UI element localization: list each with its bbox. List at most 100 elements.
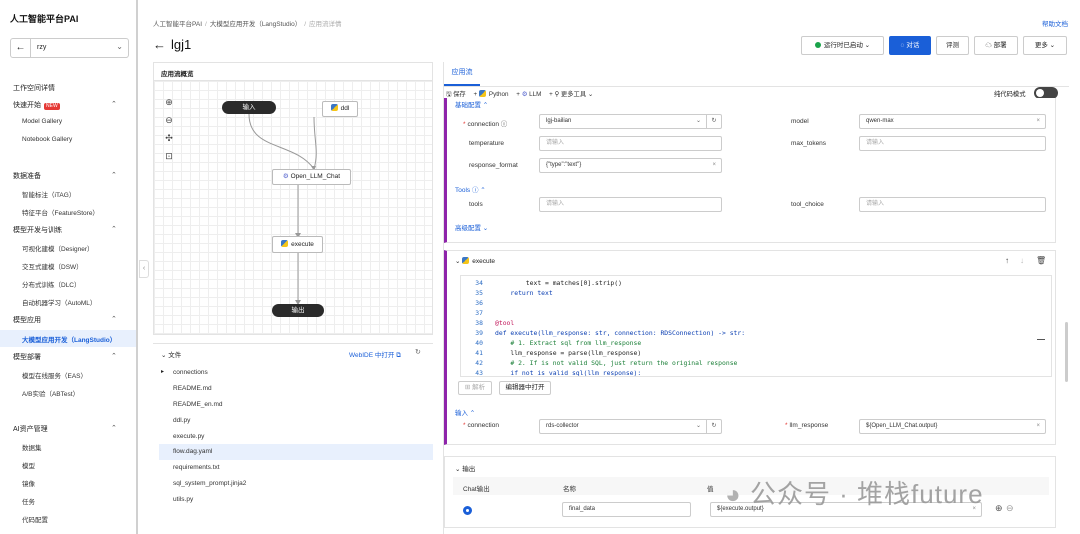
refresh-icon[interactable]: ↻ (706, 114, 721, 129)
clear-icon[interactable]: × (1036, 118, 1040, 124)
basic-config-toggle[interactable]: 基础配置 ⌃ (455, 102, 489, 109)
zoom-out-icon[interactable]: ⊖ (165, 115, 173, 125)
back-arrow-icon[interactable]: ← (153, 37, 166, 52)
nav-item-langstudio[interactable]: 大模型应用开发（LangStudio） (22, 337, 117, 344)
file-item[interactable]: ddl.py (173, 417, 191, 424)
llm-response-input[interactable]: ${Open_LLM_Chat.output}× (859, 419, 1046, 434)
open-in-editor-button[interactable]: 编辑器中打开 (499, 381, 551, 395)
breadcrumb-item[interactable]: 大模型应用开发（LangStudio） (209, 21, 302, 28)
parse-button[interactable]: ⊞ 解析 (458, 381, 492, 395)
refresh-icon[interactable]: ↻ (706, 419, 721, 434)
output-node[interactable]: 输出 (272, 304, 324, 317)
flow-canvas[interactable]: ⊕ ⊖ ✣ ⊡ 输入 ddl ⚙ Open_LLM_Chat execute 输… (154, 80, 432, 334)
move-down-icon[interactable]: ↓ (1020, 256, 1024, 265)
nav-item-dsw[interactable]: 交互式建模（DSW） (22, 264, 83, 271)
output-header[interactable]: ⌄ 输出 (455, 463, 475, 473)
zoom-in-icon[interactable]: ⊕ (165, 97, 173, 107)
nav-item-itag[interactable]: 智能标注（iTAG） (22, 192, 76, 199)
more-button[interactable]: 更多 ⌄ (1023, 36, 1067, 55)
save-button[interactable]: 🖫 保存 (446, 91, 466, 98)
nav-asset-mgmt[interactable]: AI资产管理 (13, 426, 48, 433)
nav-model-dev[interactable]: 模型开发与训练 (13, 227, 62, 234)
file-item[interactable]: connections (173, 369, 208, 376)
tab-flow[interactable]: 应用流 (444, 62, 480, 86)
nav-item-code-config[interactable]: 代码配置 (22, 517, 48, 524)
add-python-button[interactable]: + Python (473, 90, 509, 98)
exec-connection-select[interactable]: rds-collector⌄↻ (539, 419, 722, 434)
nav-item-datasets[interactable]: 数据集 (22, 445, 42, 452)
model-select[interactable]: qwen-max× (859, 114, 1046, 129)
chat-output-radio[interactable] (463, 506, 472, 515)
deploy-button[interactable]: ☁ 部署 (974, 36, 1018, 55)
add-row-icon[interactable]: ⊕ (995, 503, 1003, 513)
llm-node[interactable]: ⚙ Open_LLM_Chat (272, 169, 351, 185)
nav-item-featurestore[interactable]: 特征平台（FeatureStore） (22, 210, 99, 217)
file-item[interactable]: requirements.txt (173, 464, 220, 471)
runtime-status-button[interactable]: 运行时已启动 ⌄ (801, 36, 884, 55)
connection-select[interactable]: lgj-bailian⌄↻ (539, 114, 722, 129)
nav-item-models[interactable]: 模型 (22, 463, 35, 470)
clear-icon[interactable]: × (972, 506, 976, 512)
breadcrumb-item[interactable]: 人工智能平台PAI (153, 21, 202, 28)
chevron-up-icon[interactable]: ⌃ (111, 172, 117, 179)
output-name-input[interactable]: final_data (562, 502, 691, 517)
tools-input[interactable]: 请输入 (539, 197, 722, 212)
workspace-selector[interactable]: ← rzy ⌄ (10, 38, 129, 58)
max-tokens-input[interactable]: 请输入 (859, 136, 1046, 151)
output-value-input[interactable]: ${execute.output}× (710, 502, 982, 517)
nav-item-eas[interactable]: 模型在线服务（EAS） (22, 373, 88, 380)
file-item[interactable]: README.md (173, 385, 212, 392)
response-format-input[interactable]: {"type":"text"}× (539, 158, 722, 173)
clear-icon[interactable]: × (712, 162, 716, 168)
nav-item-images[interactable]: 镜像 (22, 481, 35, 488)
nav-item-automl[interactable]: 自动机器学习（AutoML） (22, 300, 97, 307)
nav-model-app[interactable]: 模型应用 (13, 317, 41, 324)
nav-item-notebook-gallery[interactable]: Notebook Gallery (22, 136, 73, 143)
webide-open-link[interactable]: WebIDE 中打开 ⧉ (349, 349, 401, 360)
execute-header[interactable]: ⌄ execute (455, 257, 495, 265)
chat-button[interactable]: ◌ 对话 (889, 36, 931, 55)
file-item[interactable]: execute.py (173, 433, 205, 440)
chevron-up-icon[interactable]: ⌃ (111, 101, 117, 108)
temperature-input[interactable]: 请输入 (539, 136, 722, 151)
minimap-icon[interactable]: ⊡ (165, 151, 173, 161)
refresh-icon[interactable]: ↻ (415, 349, 421, 356)
help-docs-link[interactable]: 帮助文档 (1042, 21, 1068, 28)
input-section-toggle[interactable]: 输入 ⌃ (455, 410, 476, 417)
execute-node[interactable]: execute (272, 236, 323, 253)
nav-item-model-gallery[interactable]: Model Gallery (22, 118, 63, 125)
ddl-node[interactable]: ddl (322, 101, 358, 117)
nav-item-designer[interactable]: 可视化建模（Designer） (22, 246, 94, 253)
add-llm-button[interactable]: + ⚙ LLM (516, 91, 542, 98)
delete-icon[interactable]: 🗑 (1036, 256, 1047, 265)
more-tools-button[interactable]: + ⚲ 更多工具 ⌄ (549, 91, 594, 98)
nav-workspace-detail[interactable]: 工作空间详情 (13, 85, 55, 92)
code-mode-toggle[interactable] (1034, 87, 1058, 99)
chevron-up-icon[interactable]: ⌃ (111, 316, 117, 323)
file-item[interactable]: sql_system_prompt.jinja2 (173, 480, 247, 487)
nav-item-dlc[interactable]: 分布式训练（DLC） (22, 282, 81, 289)
file-item-selected[interactable]: flow.dag.yaml (173, 448, 213, 455)
clear-icon[interactable]: × (1036, 423, 1040, 429)
file-item[interactable]: utils.py (173, 496, 194, 503)
nav-model-deploy[interactable]: 模型部署 (13, 354, 41, 361)
back-arrow-icon[interactable]: ← (11, 39, 31, 57)
files-header[interactable]: ⌄ 文件 (161, 349, 181, 359)
panel-scrollbar[interactable] (1065, 322, 1068, 382)
nav-data-prep[interactable]: 数据准备 (13, 173, 41, 180)
chevron-up-icon[interactable]: ⌃ (111, 425, 117, 432)
tool-choice-input[interactable]: 请输入 (859, 197, 1046, 212)
code-editor[interactable]: 34 text = matches[0].strip() 35 return t… (460, 275, 1052, 377)
sidebar-scrollbar[interactable] (136, 0, 138, 534)
move-up-icon[interactable]: ↑ (1005, 256, 1009, 265)
input-node[interactable]: 输入 (222, 101, 276, 114)
nav-item-jobs[interactable]: 任务 (22, 499, 35, 506)
fit-view-icon[interactable]: ✣ (165, 133, 173, 143)
file-item[interactable]: README_en.md (173, 401, 223, 408)
advanced-config-toggle[interactable]: 高级配置 ⌄ (455, 225, 489, 232)
chevron-up-icon[interactable]: ⌃ (111, 226, 117, 233)
nav-item-abtest[interactable]: A/B实验（ABTest） (22, 391, 80, 398)
tools-section-toggle[interactable]: Tools ⓘ ⌃ (455, 187, 486, 194)
eval-button[interactable]: 评测 (936, 36, 969, 55)
